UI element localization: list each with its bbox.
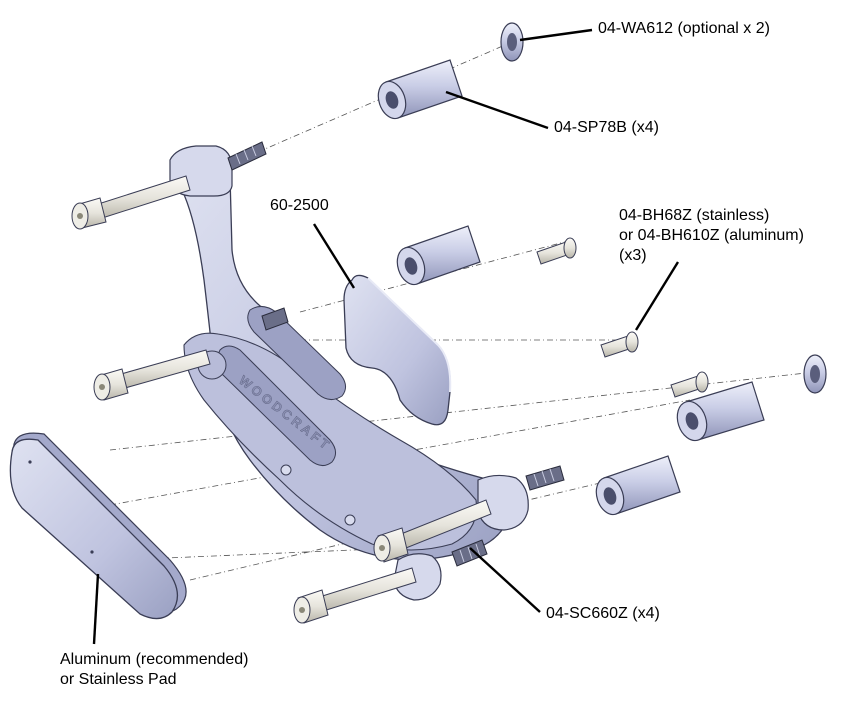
socket-cap-screw-1	[71, 175, 191, 230]
label-pad: Aluminum (recommended) or Stainless Pad	[60, 650, 249, 690]
threaded-stud-middle	[261, 307, 289, 331]
threaded-stud-top	[227, 141, 267, 171]
socket-cap-screw-2	[93, 349, 211, 401]
socket-cap-screw-4	[293, 567, 417, 624]
button-head-bolt-1	[536, 237, 577, 265]
label-bolt-head-line-3: (x3)	[619, 247, 647, 264]
button-head-bolt-3	[670, 371, 709, 398]
spacer-right-upper	[676, 381, 765, 442]
button-head-bolt-2	[600, 331, 639, 358]
label-bolt-head-line-1: 04-BH68Z (stainless)	[619, 207, 770, 224]
threaded-stud-right	[525, 465, 565, 491]
label-washer: 04-WA612 (optional x 2)	[598, 20, 770, 37]
label-pad-line-2: or Stainless Pad	[60, 671, 177, 688]
label-pad-line-1: Aluminum (recommended)	[60, 651, 249, 668]
label-bolt-head-line-2: or 04-BH610Z (aluminum)	[619, 227, 804, 244]
label-bolt-head: 04-BH68Z (stainless) or 04-BH610Z (alumi…	[619, 206, 804, 266]
label-bracket: 60-2500	[270, 197, 329, 214]
main-bracket: WOODCRAFT	[169, 145, 529, 601]
label-spacer: 04-SP78B (x4)	[554, 119, 659, 136]
spacer-top	[377, 59, 463, 120]
washer-right	[803, 354, 827, 394]
slider-pad	[343, 274, 452, 426]
spacer-middle	[396, 225, 481, 286]
pad	[9, 432, 187, 620]
spacer-right-lower	[595, 455, 681, 516]
leader-lines	[92, 28, 680, 645]
washer-top	[500, 22, 524, 62]
label-screw: 04-SC660Z (x4)	[546, 605, 660, 622]
threaded-stud-lower	[451, 539, 488, 567]
socket-cap-screw-3	[373, 499, 492, 563]
